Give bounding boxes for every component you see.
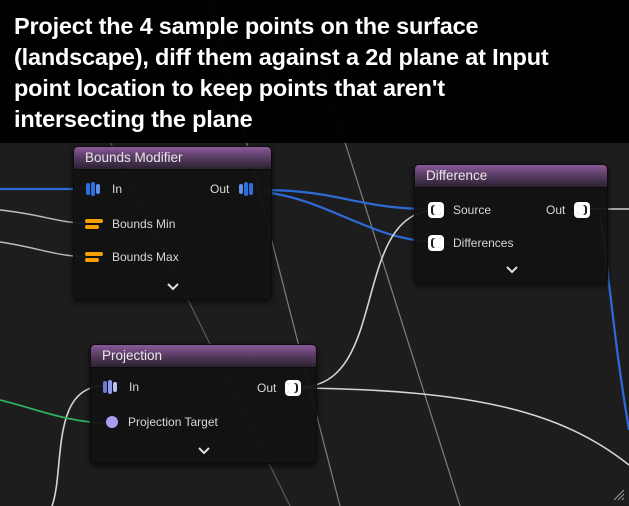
point-data-pin-icon: [428, 202, 444, 218]
chevron-down-icon[interactable]: [505, 265, 519, 275]
pin-label: Source: [453, 203, 492, 217]
pin-label: Projection Target: [128, 415, 218, 429]
comment-box[interactable]: Project the 4 sample points on the surfa…: [0, 0, 629, 143]
point-data-pin-icon: [574, 202, 591, 218]
node-title: Bounds Modifier: [74, 147, 271, 170]
point-data-pin-icon: [285, 380, 302, 396]
pin-in[interactable]: In: [84, 181, 122, 197]
node-title: Difference: [415, 165, 607, 188]
projection-node[interactable]: Projection In Out Projection Target: [90, 344, 317, 464]
pin-bounds-max[interactable]: Bounds Max: [84, 250, 179, 264]
comment-line: Project the 4 sample points on the surfa…: [14, 13, 479, 39]
chevron-down-icon[interactable]: [166, 282, 180, 292]
wire-projection-out-right[interactable]: [299, 387, 629, 466]
pin-label: Differences: [453, 236, 514, 250]
difference-node[interactable]: Difference Source Out Differenc: [414, 164, 608, 284]
pin-projection-target[interactable]: Projection Target: [105, 415, 218, 429]
pin-label: Out: [546, 203, 566, 217]
pin-out[interactable]: Out: [546, 201, 591, 219]
spatial-data-pin-icon: [239, 182, 254, 196]
wire-bounds-out-to-differences[interactable]: [263, 190, 437, 244]
comment-line: intersecting the plane: [14, 106, 253, 132]
wire-projection-out-to-source[interactable]: [299, 209, 437, 388]
pin-in[interactable]: In: [101, 379, 139, 395]
pin-bounds-min[interactable]: Bounds Min: [84, 217, 175, 231]
spatial-data-pin-icon: [103, 380, 117, 394]
vector-pin-icon: [85, 219, 103, 229]
pin-label: Bounds Max: [112, 250, 179, 264]
spatial-data-pin-icon: [86, 182, 100, 196]
pin-label: In: [112, 182, 123, 196]
wire-projection-in[interactable]: [51, 385, 105, 506]
comment-line: (landscape), diff them against a 2d plan…: [14, 44, 549, 70]
pin-label: Bounds Min: [112, 217, 176, 231]
pin-out[interactable]: Out: [257, 379, 302, 397]
pin-source[interactable]: Source: [427, 201, 491, 219]
node-title: Projection: [91, 345, 316, 368]
vector-pin-icon: [85, 252, 103, 262]
bounds-modifier-node[interactable]: Bounds Modifier In Out Bounds Min: [73, 146, 272, 300]
comment-line: point location to keep points that aren'…: [14, 75, 445, 101]
point-data-pin-icon: [428, 235, 444, 251]
resize-grip-icon[interactable]: [613, 489, 625, 501]
pin-label: Out: [210, 182, 230, 196]
projection-target-pin-icon: [106, 416, 118, 428]
pin-out[interactable]: Out: [210, 181, 255, 197]
pin-label: In: [129, 380, 140, 394]
pin-differences[interactable]: Differences: [427, 234, 513, 252]
chevron-down-icon[interactable]: [197, 446, 211, 456]
wire-bounds-out-to-source[interactable]: [263, 188, 437, 211]
pin-label: Out: [257, 381, 277, 395]
